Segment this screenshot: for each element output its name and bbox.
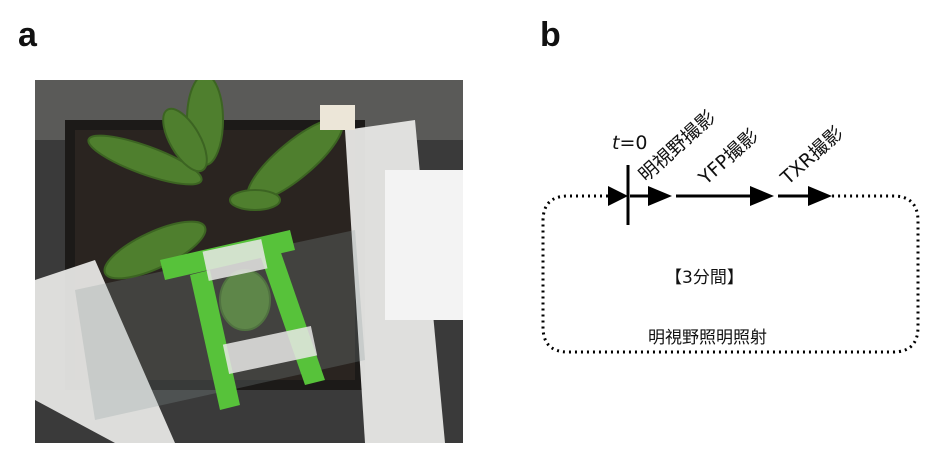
plant-photo xyxy=(35,80,463,443)
arrow-head-start xyxy=(608,186,628,206)
t0-label: t=0 xyxy=(612,132,647,154)
rosette-leaves xyxy=(87,80,344,331)
arrow-head-yfp xyxy=(750,186,774,206)
panel-label-b: b xyxy=(540,16,561,54)
arrow-head-brightfield xyxy=(648,186,672,206)
illumination-label: 明視野照明照射 xyxy=(648,328,767,348)
duration-label: 【3分間】 xyxy=(665,268,744,288)
t0-variable: t xyxy=(612,132,620,154)
arrow-head-txr xyxy=(808,186,832,206)
panel-label-a: a xyxy=(18,16,37,54)
cycle-loop-dotted xyxy=(541,194,920,354)
t0-value: =0 xyxy=(619,132,648,154)
